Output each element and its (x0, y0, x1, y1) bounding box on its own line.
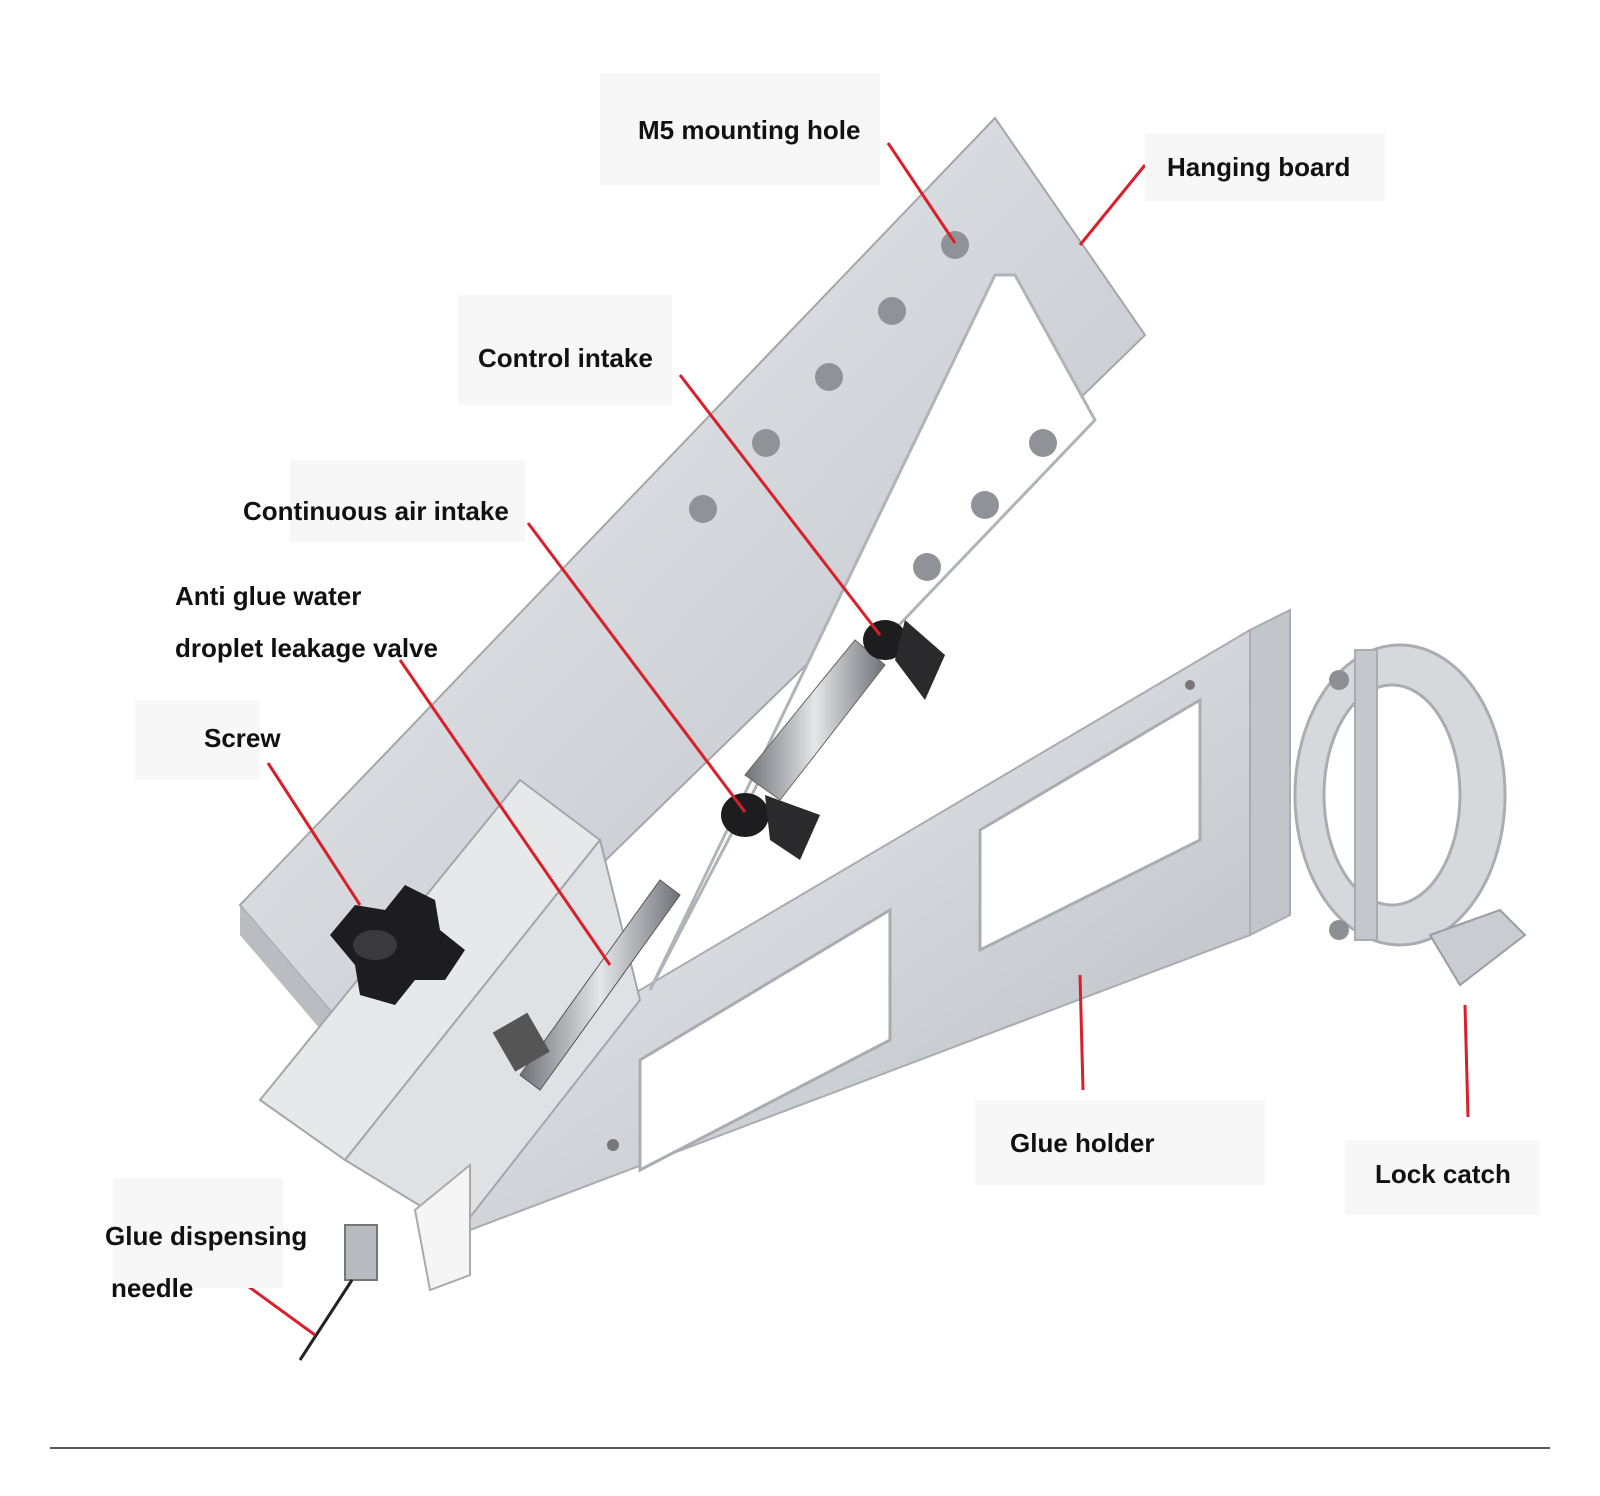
leader-glue-holder (1078, 974, 1085, 1091)
label-bg-lock (1345, 1140, 1540, 1215)
leader-control-intake (678, 374, 882, 636)
leader-m5-mounting-hole (886, 142, 957, 244)
label-bg-glue-holder (975, 1100, 1265, 1185)
leader-lines (222, 142, 1470, 1337)
label-bg-continuous (290, 460, 525, 542)
bottom-divider (50, 1447, 1550, 1449)
label-bg-screw (135, 700, 260, 780)
label-continuous-air-intake: Continuous air intake (243, 496, 509, 526)
label-bg-control (458, 295, 672, 405)
glue-holder-arm (418, 608, 1291, 1232)
label-needle-line2: needle (111, 1273, 194, 1303)
label-anti-glue-line1: Anti glue water (175, 581, 362, 611)
label-needle-line1: Glue dispensing (105, 1221, 308, 1251)
leader-continuous-air-intake (526, 522, 747, 813)
label-hanging-board: Hanging board (1167, 152, 1351, 182)
valve-cylinder (492, 620, 945, 1091)
label-lock-catch: Lock catch (1375, 1159, 1511, 1189)
lock-collar (1293, 643, 1527, 987)
leader-hanging-board (1078, 164, 1147, 246)
screw-knob (330, 885, 465, 1005)
label-m5-mounting-hole: M5 mounting hole (638, 115, 861, 145)
dispensing-needle (298, 1224, 378, 1361)
label-bg-needle (113, 1178, 283, 1288)
label-glue-holder: Glue holder (1010, 1128, 1155, 1158)
label-bg-m5 (600, 73, 880, 185)
label-anti-glue-line2: droplet leakage valve (175, 633, 439, 663)
label-control-intake: Control intake (478, 343, 653, 373)
label-screw: Screw (204, 723, 281, 753)
leader-screw (266, 762, 362, 906)
leader-anti-glue-valve (398, 659, 612, 966)
leader-lock-catch (1463, 1004, 1470, 1118)
label-bg-hanging (1145, 133, 1385, 201)
